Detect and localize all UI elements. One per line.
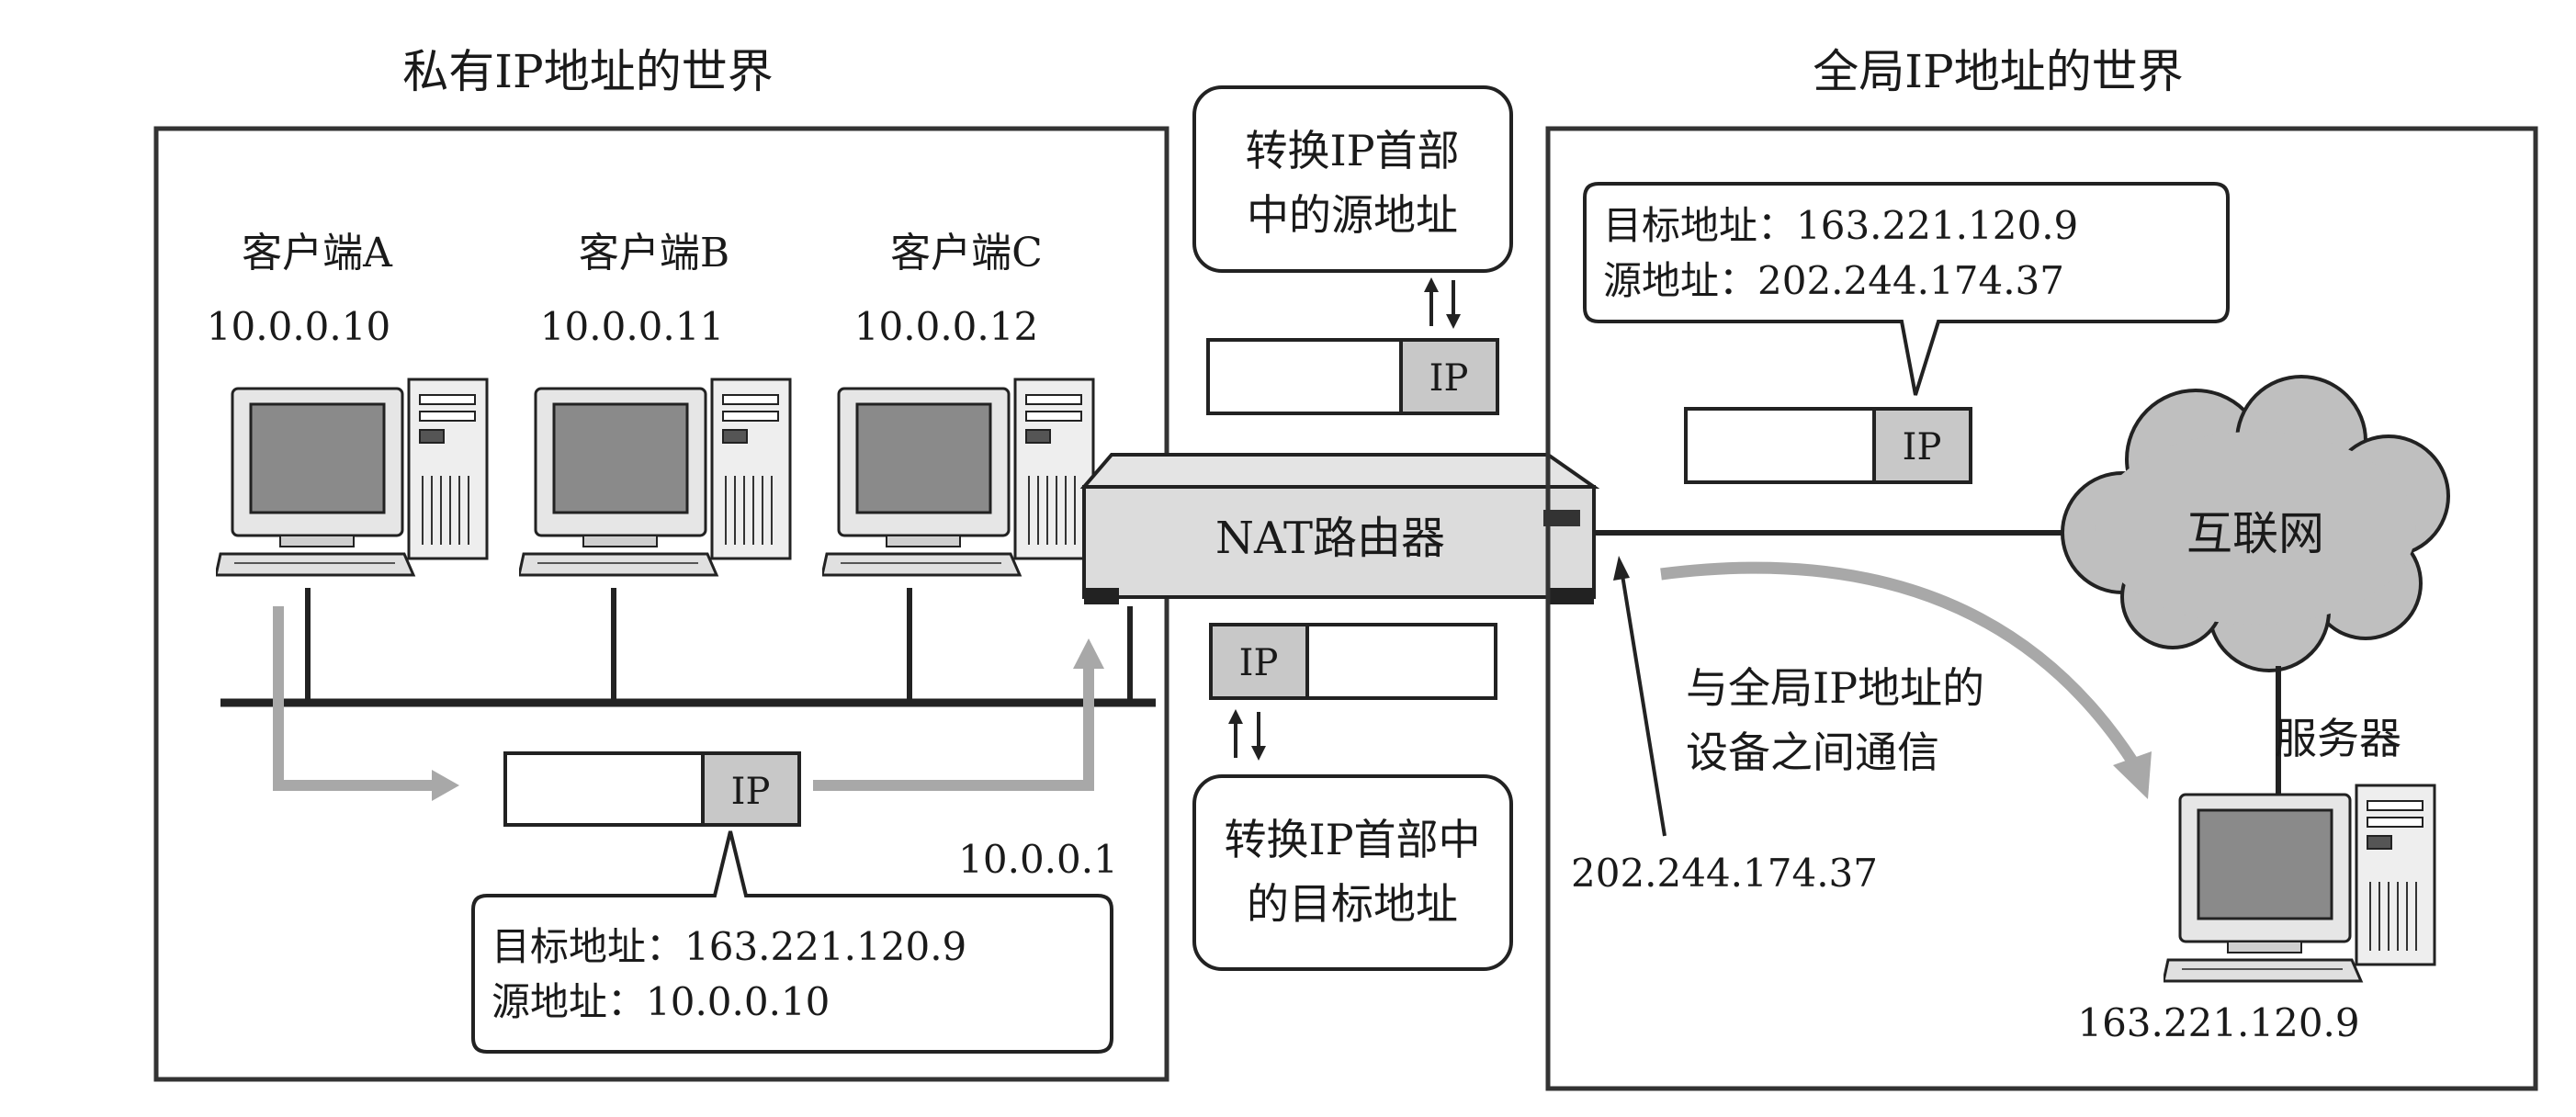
private-world-title: 私有IP地址的世界	[402, 45, 773, 98]
router-bottom-note-line2: 的目标地址	[1247, 879, 1458, 929]
internet-label: 互联网	[2186, 507, 2324, 560]
flow-arrow-down-head	[432, 770, 459, 801]
router-bottom-down-arrow-head	[1251, 746, 1266, 761]
router-bottom-packet-ip-header	[1209, 623, 1309, 700]
router-top-down-arrow-head	[1446, 314, 1461, 329]
router-bottom-note-line1: 转换IP首部中	[1224, 815, 1480, 864]
global-callout-destination: 目标地址：163.221.120.9	[1603, 203, 2078, 248]
client-a-name: 客户端A	[242, 230, 393, 276]
nat-router-left-port	[1084, 588, 1119, 604]
client-c-ip: 10.0.0.12	[854, 304, 1038, 349]
flow-arrow-up	[813, 661, 1094, 791]
router-top-note-line1: 转换IP首部	[1245, 126, 1459, 175]
global-callout	[1583, 182, 2230, 396]
private-world-box	[153, 126, 1169, 1082]
global-callout-source: 源地址：202.244.174.37	[1603, 258, 2064, 303]
private-packet-ip-label: IP	[731, 771, 771, 813]
gateway-ip: 10.0.0.1	[958, 837, 1118, 882]
router-top-packet-ip-header	[1399, 338, 1499, 415]
private-callout-source: 源地址：10.0.0.10	[491, 979, 830, 1024]
router-global-ip-pointer-head	[1613, 556, 1630, 581]
client-b-computer-icon	[519, 378, 792, 577]
router-bottom-packet-ip-label: IP	[1239, 642, 1279, 684]
nat-router-label: NAT路由器	[1215, 513, 1445, 564]
server-label: 服务器	[2275, 714, 2401, 763]
flow-arrow-down	[273, 606, 441, 791]
private-packet-ip-header	[701, 751, 801, 827]
communication-note-line2: 设备之间通信	[1686, 728, 1939, 777]
flow-arrow-global	[1660, 561, 2139, 766]
private-callout	[471, 830, 1113, 1054]
internet-cloud	[2061, 375, 2450, 672]
router-bottom-up-arrow-head	[1228, 709, 1243, 724]
global-packet-ip-header	[1872, 407, 1972, 484]
global-world-title: 全局IP地址的世界	[1813, 45, 2183, 98]
client-b-name: 客户端B	[579, 230, 729, 276]
nat-router-right-port	[1548, 588, 1594, 604]
nat-router-body	[1082, 485, 1596, 599]
nat-router-indicator	[1543, 510, 1580, 526]
client-a-computer-icon	[216, 378, 489, 577]
client-c-computer-icon	[822, 378, 1095, 577]
router-bottom-note	[1192, 774, 1513, 971]
router-global-ip: 202.244.174.37	[1571, 851, 1878, 896]
router-top-up-arrow-head	[1424, 277, 1439, 292]
private-callout-destination: 目标地址：163.221.120.9	[491, 924, 966, 969]
client-c-name: 客户端C	[890, 230, 1043, 276]
client-a-ip: 10.0.0.10	[207, 304, 390, 349]
communication-note-line1: 与全局IP地址的	[1686, 663, 1984, 713]
global-world-box	[1545, 126, 2538, 1091]
router-top-note	[1192, 85, 1513, 273]
server-ip: 163.221.120.9	[2077, 1000, 2359, 1045]
router-global-ip-pointer	[1620, 569, 1666, 837]
flow-arrow-global-head	[2113, 751, 2152, 799]
router-top-packet-ip-label: IP	[1429, 357, 1469, 400]
router-top-note-line2: 中的源地址	[1247, 190, 1458, 240]
client-b-ip: 10.0.0.11	[540, 304, 724, 349]
flow-arrow-up-head	[1073, 638, 1104, 669]
global-packet-ip-label: IP	[1903, 426, 1942, 468]
nat-router-top	[1079, 453, 1600, 489]
server-computer-icon	[2164, 784, 2436, 983]
